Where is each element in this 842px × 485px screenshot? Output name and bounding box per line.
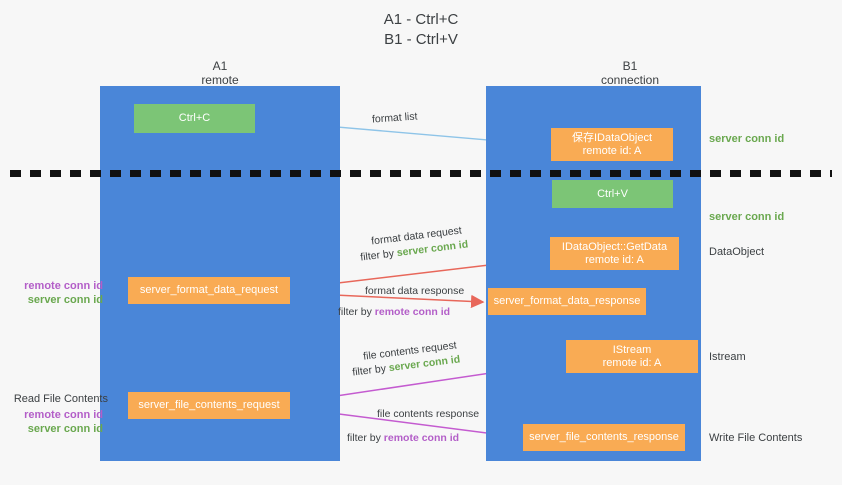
edge-label-format-data-response-filter: filter by remote conn id: [338, 306, 450, 319]
label-dataobject: DataObject: [709, 246, 765, 258]
title-line-2: B1 - Ctrl+V: [384, 31, 458, 48]
filter-prefix: filter by: [338, 306, 375, 318]
column-header-b1: B1 connection: [540, 59, 720, 87]
edge-label-file-contents-response: file contents response: [377, 408, 480, 420]
column-b1-name: B1: [622, 59, 638, 73]
column-a1-name: A1: [212, 59, 228, 73]
node-server-format-data-response[interactable]: server_format_data_response: [488, 288, 646, 315]
node-getdata-line1: IDataObject::GetData: [561, 240, 668, 253]
node-server-file-contents-request-label: server_file_contents_request: [138, 399, 280, 411]
node-ctrl-v-label: Ctrl+V: [597, 187, 628, 200]
node-server-file-contents-response[interactable]: server_file_contents_response: [523, 424, 685, 451]
node-istream-line2: remote id: A: [602, 356, 662, 369]
filter-value-remote-conn-id: remote conn id: [383, 432, 460, 444]
label-remote-conn-id-1: remote conn id: [24, 280, 103, 292]
node-getdata-line2: remote id: A: [585, 253, 644, 266]
label-write-file-contents: Write File Contents: [709, 432, 803, 444]
node-server-file-contents-response-label: server_file_contents_response: [529, 431, 679, 443]
column-header-a1: A1 remote: [130, 59, 310, 87]
dashed-separator: [10, 170, 832, 177]
label-read-file-contents: Read File Contents: [13, 393, 108, 405]
column-a1-subtitle: remote: [201, 73, 239, 87]
column-b1-subtitle: connection: [600, 73, 660, 87]
label-conn-ids-format: remote conn id server conn id: [8, 279, 103, 307]
label-conn-ids-file: remote conn id server conn id: [8, 408, 103, 436]
node-server-format-data-request-label: server_format_data_request: [139, 284, 279, 296]
edge-label-file-contents-response-filter: filter by remote conn id: [347, 432, 459, 445]
label-server-conn-id-1: server conn id: [27, 294, 103, 306]
label-remote-conn-id-2: remote conn id: [24, 409, 103, 421]
node-istream-line1: IStream: [612, 343, 652, 356]
node-save-idataobject[interactable]: 保存IDataObject remote id: A: [551, 128, 673, 161]
edge-label-format-data-response: format data response: [365, 285, 465, 297]
node-ctrl-c-label: Ctrl+C: [178, 112, 211, 124]
label-server-conn-id-top: server conn id: [709, 133, 785, 145]
diagram-title: A1 - Ctrl+C B1 - Ctrl+V: [0, 10, 842, 50]
node-save-idataobject-line2: remote id: A: [582, 144, 642, 157]
title-line-1: A1 - Ctrl+C: [383, 11, 459, 28]
filter-value-remote-conn-id: remote conn id: [374, 306, 451, 318]
node-save-idataobject-line1: 保存IDataObject: [571, 131, 653, 144]
node-ctrl-v[interactable]: Ctrl+V: [552, 180, 673, 208]
node-server-format-data-request[interactable]: server_format_data_request: [128, 277, 290, 304]
filter-prefix: filter by: [347, 432, 384, 444]
node-ctrl-c[interactable]: Ctrl+C: [134, 104, 255, 133]
label-server-conn-id-mid: server conn id: [709, 211, 785, 223]
node-istream[interactable]: IStream remote id: A: [566, 340, 698, 373]
label-istream: Istream: [709, 351, 746, 363]
node-idataobject-getdata[interactable]: IDataObject::GetData remote id: A: [550, 237, 679, 270]
label-server-conn-id-2: server conn id: [27, 423, 103, 435]
node-server-file-contents-request[interactable]: server_file_contents_request: [128, 392, 290, 419]
node-server-format-data-response-label: server_format_data_response: [493, 295, 641, 307]
